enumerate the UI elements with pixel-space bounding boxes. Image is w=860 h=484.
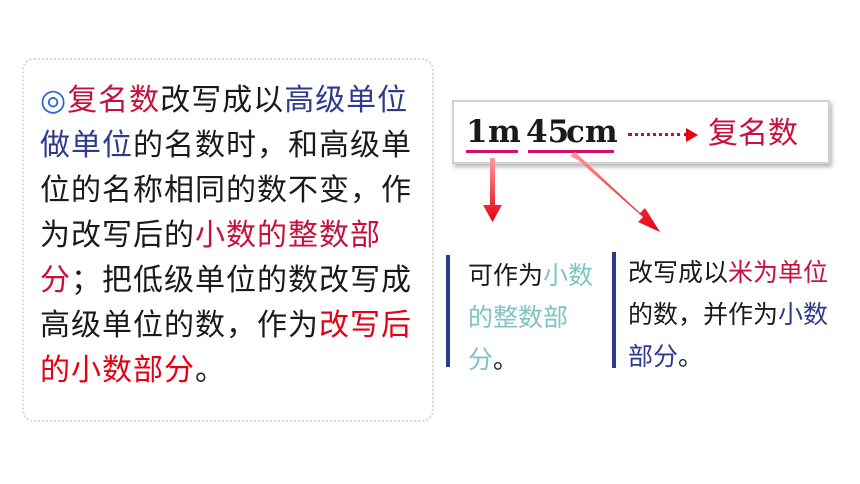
bullet-circle-icon: ◎ [40,83,68,118]
example-label: 复名数 [708,116,798,151]
term-higher-unit: 高级单位做单位 [40,83,409,163]
arrow-right-icon [686,128,698,142]
note-text-part: 可作为 [468,261,544,290]
example-unit-m: m [488,114,521,150]
example-number-1: 1 [466,114,488,150]
underline-45cm [528,150,614,153]
term-compound-number: 复名数 [67,83,161,118]
rule-text-part: ；把低级单位的数改写成高级单位的数，作为 [40,263,412,343]
example-number-45: 45 [526,114,570,150]
dotted-arrow-line [628,133,688,136]
note-text-part: 。 [678,342,704,371]
rule-text-part: 改写成以 [160,83,285,118]
note-term-meter-unit: 米为单位 [728,258,829,287]
note-decimal-part: 改写成以米为单位的数，并作为小数部分。 [612,252,848,371]
note-term-integer: 小数的整数部分 [468,261,594,374]
term-decimal-part: 改写后的小数部分 [40,308,412,388]
underline-1m [466,150,518,153]
note-integer-part: 可作为小数的整数部分。 [446,255,608,374]
note-text-part: 的数，并作为 [628,300,779,329]
rule-text: ◎复名数改写成以高级单位做单位的名数时，和高级单位的名称相同的数不变，作为改写后… [40,78,420,393]
arrow-down-icon [483,158,502,222]
rule-box [22,58,434,422]
term-integer-part: 小数的整数部分 [40,218,381,298]
note-term-decimal: 小数部分 [628,300,829,371]
arrow-down-right-icon [570,152,660,232]
note-text-part: 改写成以 [628,258,729,287]
rule-text-part: 的名数时，和高级单位的名称相同的数不变，作为改写后的 [40,128,412,253]
note-text-part: 。 [493,345,519,374]
example-unit-cm: cm [566,114,618,150]
example-box [452,100,830,164]
rule-text-part: 。 [195,353,226,388]
